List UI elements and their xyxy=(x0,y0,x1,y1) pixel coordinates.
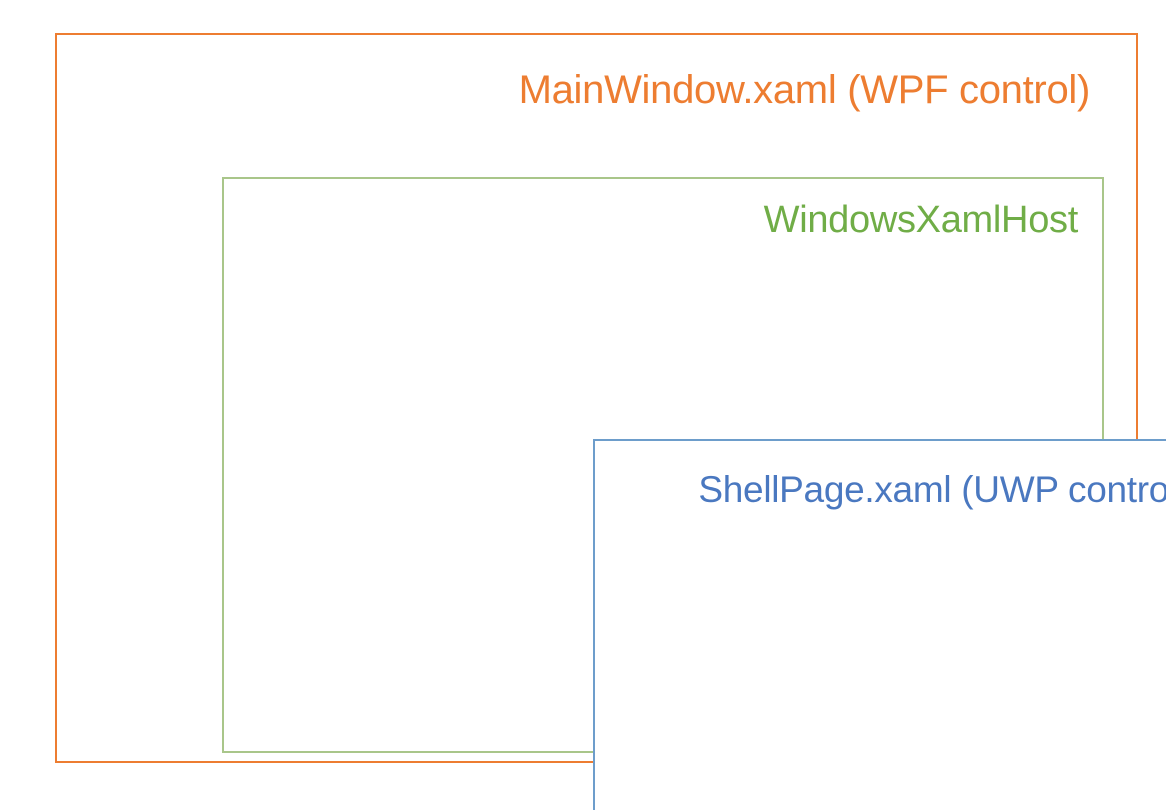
container-windowsxamlhost: WindowsXamlHost ShellPage.xaml (UWP cont… xyxy=(222,177,1166,810)
container-mainwindow-label: MainWindow.xaml (WPF control) xyxy=(518,68,1091,112)
container-windowsxamlhost-label: WindowsXamlHost xyxy=(763,199,1079,241)
container-mainwindow: MainWindow.xaml (WPF control) WindowsXam… xyxy=(55,33,1166,810)
container-shellpage-label: ShellPage.xaml (UWP control) xyxy=(698,469,1166,510)
container-shellpage: ShellPage.xaml (UWP control) Module 1 Mo… xyxy=(593,439,1166,810)
